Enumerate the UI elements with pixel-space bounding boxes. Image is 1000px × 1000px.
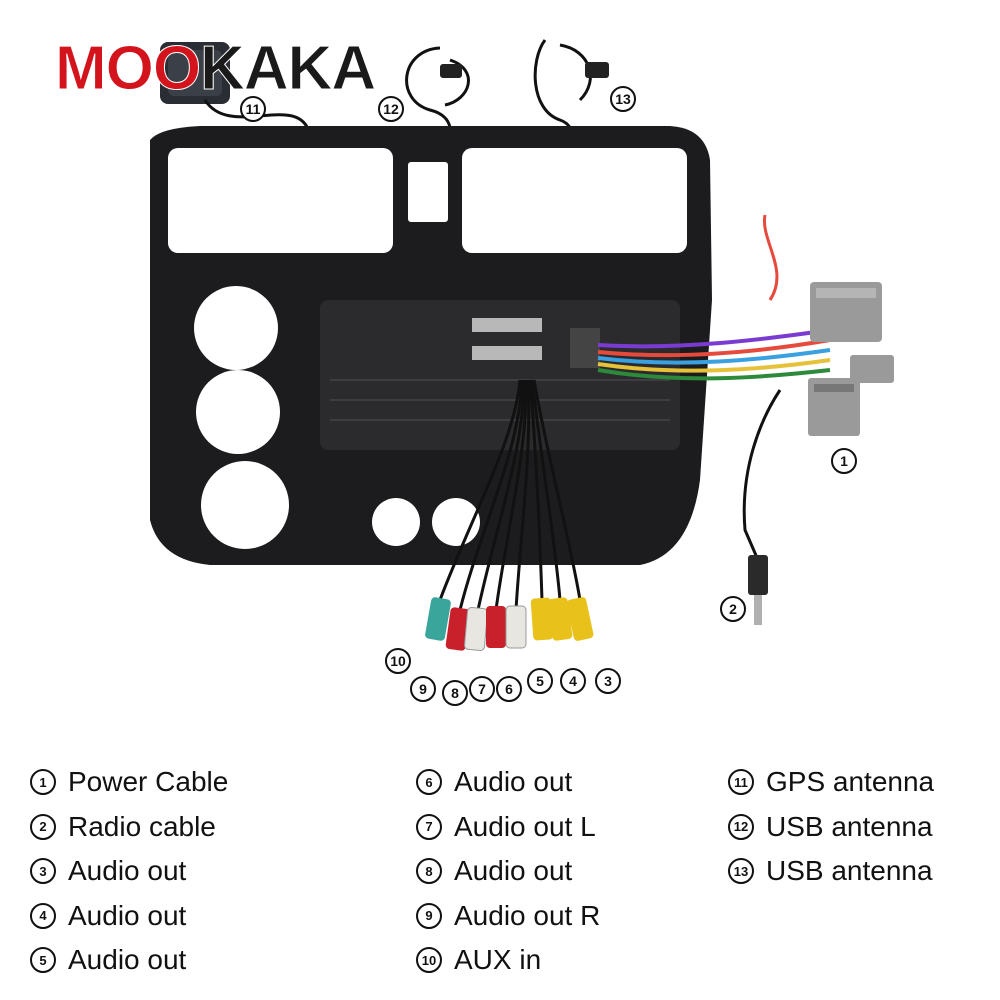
legend-item: 3 Audio out (30, 849, 228, 894)
callout-11: 11 (240, 96, 266, 122)
legend-item: 11 GPS antenna (728, 760, 934, 805)
callout-4: 4 (560, 668, 586, 694)
legend-number: 2 (30, 813, 56, 840)
legend-number: 6 (416, 769, 442, 796)
legend-number: 13 (728, 858, 754, 885)
legend-number: 4 (30, 902, 56, 929)
legend-number: 5 (30, 947, 56, 974)
legend-item: 12 USB antenna (728, 805, 934, 850)
callout-2: 2 (720, 596, 746, 622)
callout-13: 13 (610, 86, 636, 112)
legend-number: 1 (30, 769, 56, 796)
brand-part2: KAKA (200, 34, 377, 103)
callout-9: 9 (410, 676, 436, 702)
callout-7: 7 (469, 676, 495, 702)
legend-item: 13 USB antenna (728, 849, 934, 894)
legend-label: USB antenna (766, 810, 933, 842)
legend-item: 1 Power Cable (30, 760, 228, 805)
legend-item: 6 Audio out (416, 760, 600, 805)
legend-label: Audio out (68, 855, 187, 887)
brand-logo: MOOKAKA (54, 37, 376, 100)
legend-item: 10 AUX in (416, 938, 600, 983)
callout-1: 1 (831, 448, 857, 474)
legend-label: Audio out (454, 766, 573, 798)
legend-label: Audio out (454, 855, 573, 887)
legend-label: Radio cable (68, 810, 216, 842)
legend-label: USB antenna (766, 855, 933, 887)
legend-item: 4 Audio out (30, 894, 228, 939)
legend-number: 3 (30, 858, 56, 885)
legend-item: 9 Audio out R (416, 894, 600, 939)
callout-10: 10 (385, 648, 411, 674)
legend-number: 10 (416, 947, 442, 974)
callout-12: 12 (378, 96, 404, 122)
radio-cable (742, 389, 782, 625)
legend-label: Audio out (68, 899, 187, 931)
power-harness (597, 214, 894, 436)
legend-label: GPS antenna (766, 766, 935, 798)
legend-number: 11 (728, 769, 754, 796)
legend-item: 7 Audio out L (416, 805, 600, 850)
dash-frame (150, 126, 712, 565)
legend-number: 8 (416, 858, 442, 885)
legend-label: Audio out (68, 944, 187, 976)
legend-label: Audio out L (454, 810, 596, 842)
legend-item: 8 Audio out (416, 849, 600, 894)
legend-number: 12 (728, 813, 754, 840)
callout-3: 3 (595, 668, 621, 694)
rca-cables (425, 379, 594, 651)
legend-number: 9 (416, 902, 442, 929)
legend-item: 5 Audio out (30, 938, 228, 983)
legend-number: 7 (416, 813, 442, 840)
callout-8: 8 (442, 680, 468, 706)
legend-item: 2 Radio cable (30, 805, 228, 850)
product-photo (150, 39, 894, 651)
brand-part1: MOO (54, 34, 201, 103)
callout-6: 6 (496, 676, 522, 702)
legend-label: AUX in (454, 944, 542, 976)
legend-label: Power Cable (68, 766, 229, 798)
callout-5: 5 (527, 668, 553, 694)
legend-label: Audio out R (454, 899, 601, 931)
